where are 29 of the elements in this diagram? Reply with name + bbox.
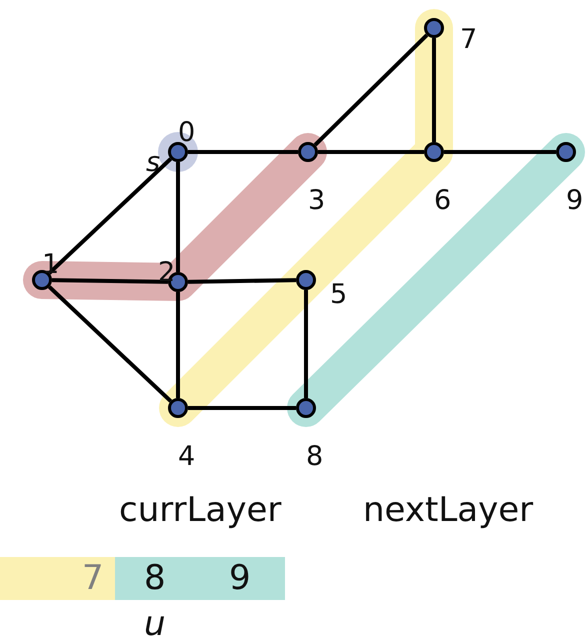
array-caption: currLayer [119,490,282,530]
pointer-label: u [144,604,166,642]
array-value: 7 [82,558,104,598]
vertex-number: 6 [434,186,452,216]
vertex-number: 3 [308,186,326,216]
graph-edge [188,406,296,410]
source-label: s [146,148,160,178]
graph-edge [304,290,308,398]
vertex-number: 7 [460,25,478,55]
array-value: 8 [144,558,166,598]
graph-edge [318,150,424,154]
graph-edge [176,292,180,398]
graph-edge [52,278,168,284]
graph-edge [48,157,172,275]
vertex-number: 5 [330,280,348,310]
vertex-number: 2 [158,258,176,288]
array-caption: nextLayer [363,490,534,530]
graph-edge [176,162,180,272]
graph-edge [188,278,296,284]
vertex-number: 9 [566,186,584,216]
vertex-number: 4 [178,442,196,472]
graph-edge [314,34,428,146]
graph-edge [188,150,298,154]
graph-edge [48,285,172,403]
vertex-number: 0 [178,118,196,148]
vertex-number: 8 [306,442,324,472]
array-value: 9 [229,558,251,598]
graph-edge [432,38,436,142]
graph-edge [444,150,556,154]
